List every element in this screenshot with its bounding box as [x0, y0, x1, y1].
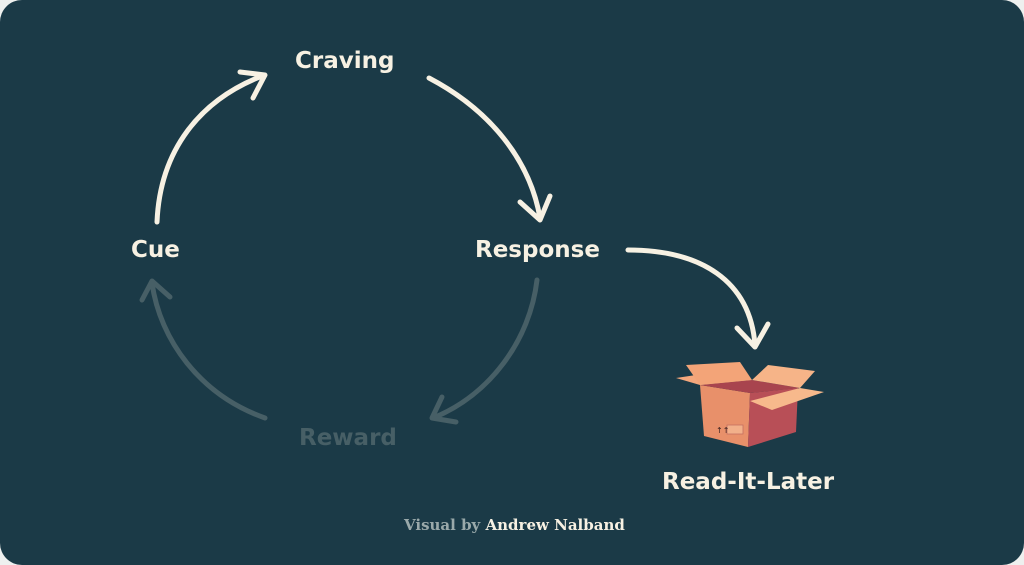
arrow-response-to-read-it-later — [625, 247, 771, 350]
node-reward: Reward — [299, 425, 397, 451]
node-read-it-later: Read-It-Later — [662, 469, 835, 495]
box-icon: ↑↑ — [676, 362, 824, 447]
arrow-craving-to-response — [426, 75, 553, 223]
credit-prefix: Visual by — [404, 516, 481, 534]
arrow-response-to-reward — [429, 277, 540, 425]
svg-text:↑↑: ↑↑ — [716, 426, 729, 435]
node-response: Response — [475, 237, 600, 263]
credit-author: Andrew Nalband — [485, 516, 625, 534]
arrow-reward-to-cue — [139, 278, 268, 421]
node-craving: Craving — [295, 48, 395, 74]
credit: Visual by Andrew Nalband — [404, 516, 625, 534]
arrow-cue-to-craving — [154, 69, 268, 225]
node-cue: Cue — [131, 237, 180, 263]
